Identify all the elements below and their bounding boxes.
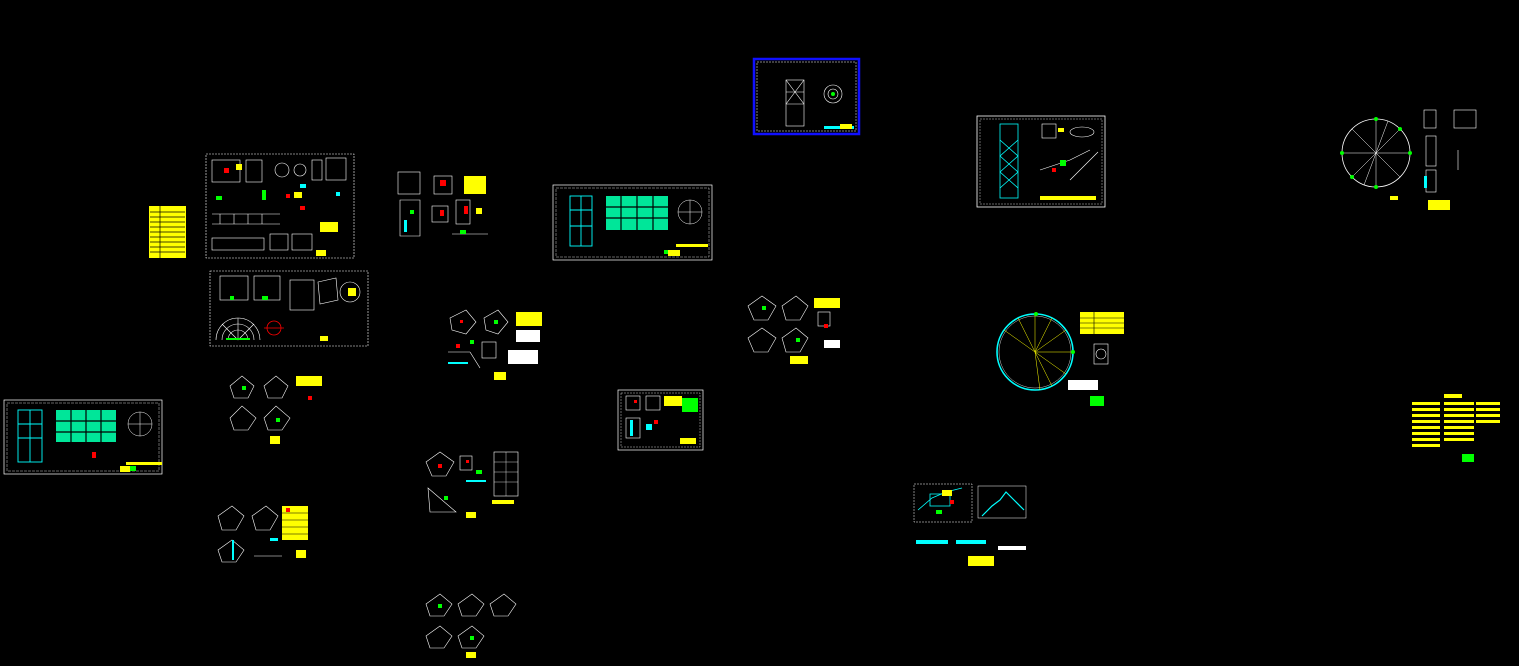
drawing-sheet-small-frame[interactable] (617, 389, 704, 451)
drawing-sheet-node-details[interactable] (425, 451, 519, 518)
drawing-sheet-plan-details[interactable] (205, 153, 355, 259)
drawing-sheet-circle-plan[interactable] (1340, 109, 1477, 210)
drawing-sheet-tower-details[interactable] (976, 115, 1106, 208)
drawing-sheet-notes[interactable] (1412, 394, 1500, 462)
drawing-sheet-legend-table[interactable] (149, 206, 186, 258)
drawing-sheet-joints-3[interactable] (217, 505, 308, 563)
drawing-sheet-joints-2[interactable] (229, 375, 322, 444)
drawing-sheet-joints-1[interactable] (448, 309, 542, 380)
drawing-sheet-elevation-grid[interactable] (3, 399, 163, 475)
drawing-sheet-joints-5[interactable] (425, 593, 517, 658)
drawing-sheet-selected[interactable] (752, 57, 861, 136)
drawing-sheet-foundation[interactable] (397, 171, 488, 237)
drawing-sheet-sections[interactable] (209, 270, 369, 347)
drawing-sheet-elevation-grid-2[interactable] (552, 184, 713, 261)
drawing-sheet-ring-plan[interactable] (996, 312, 1124, 406)
drawing-sheet-joints-4[interactable] (747, 295, 840, 364)
drawing-sheet-stair[interactable] (913, 483, 1027, 566)
